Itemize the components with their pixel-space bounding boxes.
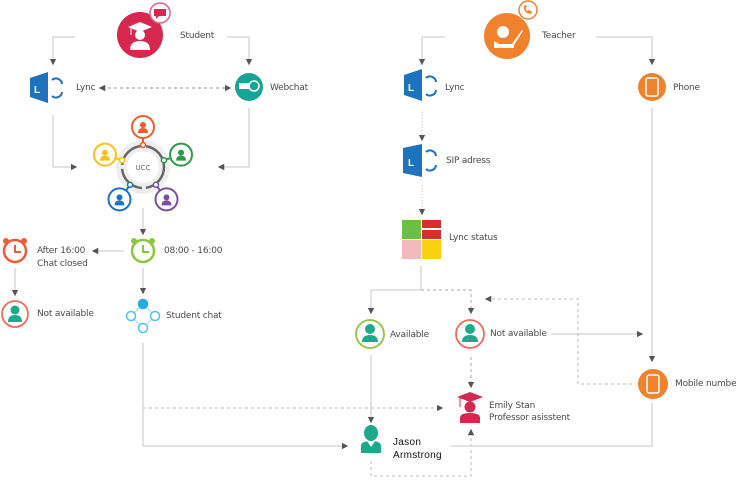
connector-status-notavailable [421, 289, 475, 315]
hours-open-label: 08:00 - 16:00 [164, 246, 223, 256]
after-hours-label-2: Chat closed [37, 259, 88, 269]
after-hours-label-1: After 16:00 [37, 246, 86, 256]
person-icon [101, 149, 108, 156]
student-node [117, 2, 171, 58]
phone-icon [518, 0, 538, 20]
mobile-phone-icon-mobile-number [638, 369, 668, 399]
alarm-clock-icon-open [130, 238, 156, 264]
person-icon [163, 194, 170, 201]
person-icon-jason [361, 425, 381, 453]
lync-label-teacher: Lync [445, 83, 465, 93]
svg-text:L: L [34, 85, 40, 96]
not-available-teacher-label: Not available [490, 329, 547, 339]
ucc-nodes [92, 115, 194, 212]
phone-label: Phone [673, 83, 700, 93]
ucc-cluster: UCC [116, 140, 170, 194]
connector-lync-ucc [52, 115, 78, 171]
person-icon [140, 122, 146, 128]
person-icon-not-available-student [1, 300, 29, 328]
teacher-label: Teacher [542, 31, 576, 41]
lync-label-student: Lync [76, 83, 96, 93]
connector-status-available [367, 266, 422, 315]
webchat-label: Webchat [270, 83, 308, 93]
teacher-node [484, 0, 538, 59]
lync-icon: L [30, 72, 63, 103]
assistant-name-label: Emily Stan [489, 401, 536, 411]
lync-icon-sip: L [403, 144, 437, 177]
ucc-node [107, 181, 134, 212]
person-first-name-label: Jason [393, 437, 422, 448]
mobile-phone-icon [638, 73, 666, 101]
graduate-icon [128, 22, 152, 50]
svg-text:L: L [408, 83, 414, 94]
ucc-label: UCC [136, 164, 151, 172]
person-icon [116, 194, 123, 201]
sip-label: SIP adress [446, 156, 491, 166]
person-last-name-label: Armstrong [393, 450, 442, 461]
lync-status-label: Lync status [449, 233, 498, 243]
webchat-icon [235, 73, 263, 101]
ucc-node [92, 142, 126, 167]
alarm-clock-icon-closed [2, 238, 28, 264]
not-available-student-label: Not available [37, 309, 94, 319]
network-icon [125, 298, 161, 334]
assistant-title-label: Professor asisstent [489, 413, 571, 423]
connector-teacher-phone [596, 36, 656, 66]
lync-icon: L [404, 69, 437, 101]
connectors [11, 36, 656, 477]
student-label: Student [180, 31, 215, 41]
ucc-node [131, 115, 155, 149]
svg-text:L: L [408, 158, 414, 169]
student-chat-label: Student chat [166, 311, 222, 321]
ucc-node [152, 181, 179, 212]
connector-studentchat-jason [142, 343, 349, 450]
person-icon-not-available-teacher [455, 319, 485, 349]
person-icon-available [355, 319, 385, 349]
status-grid-icon [402, 220, 441, 259]
graduate-icon-assistant [457, 392, 483, 423]
connector-student-lync [49, 36, 75, 66]
connector-webchat-ucc [217, 108, 250, 171]
connector-student-webchat [227, 36, 253, 66]
connector-teacher-lync [418, 36, 445, 66]
available-label: Available [390, 330, 429, 340]
ucc-node [160, 142, 194, 167]
connector-mobile-jason [450, 403, 653, 447]
mobile-number-label: Mobile number [675, 379, 736, 389]
person-icon [178, 149, 185, 156]
connector-mobile-notavailable [484, 295, 632, 385]
teacher-icon [494, 26, 523, 48]
connector-jason-assistant [370, 428, 475, 477]
